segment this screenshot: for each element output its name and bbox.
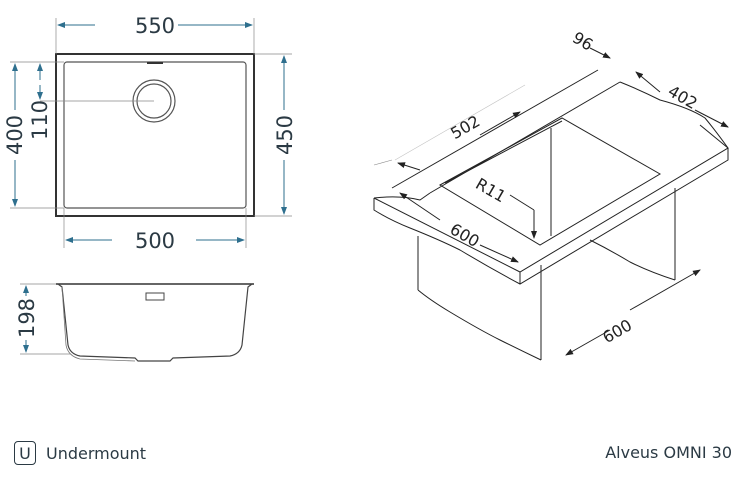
iso-view (373, 47, 729, 361)
dim-550: 550 (135, 14, 175, 38)
dim-110: 110 (28, 100, 52, 140)
dim-500: 500 (135, 229, 175, 253)
mount-type-label: U Undermount (14, 441, 146, 465)
model-name: Alveus OMNI 30 (605, 443, 732, 462)
undermount-badge-icon: U (14, 441, 36, 465)
dim-450: 450 (273, 115, 297, 155)
dim-r11: R11 (472, 174, 509, 206)
dim-400: 400 (3, 115, 27, 155)
mount-type-text: Undermount (46, 443, 147, 463)
dim-600-cabinet: 600 (599, 315, 635, 347)
dim-96: 96 (569, 28, 596, 55)
dim-402: 402 (665, 81, 701, 113)
top-view: 550 500 450 400 110 (3, 14, 297, 253)
dim-198: 198 (15, 298, 39, 338)
side-view: 198 (15, 283, 254, 362)
